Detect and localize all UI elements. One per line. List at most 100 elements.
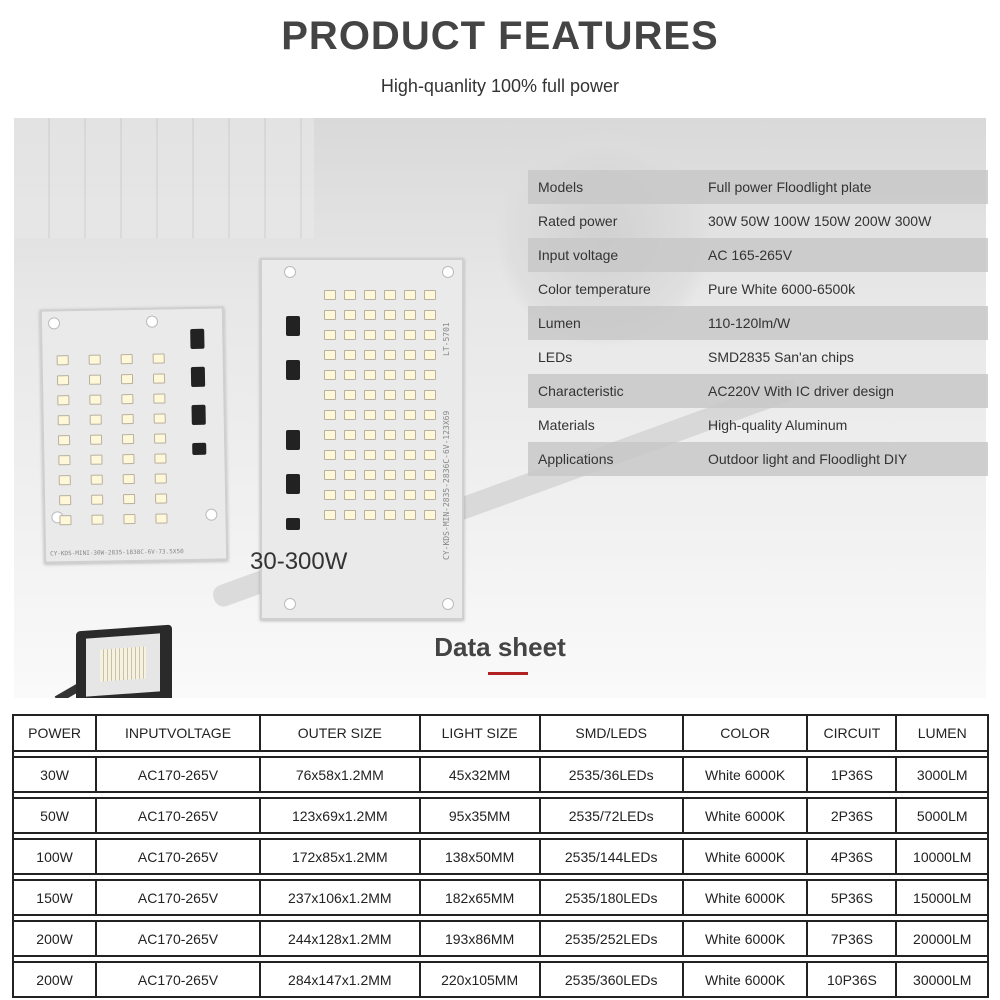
row-spacer [12, 751, 989, 757]
smd-led [154, 473, 167, 484]
smd-led [384, 310, 396, 320]
smd-led [155, 513, 168, 524]
spec-value: AC220V With IC driver design [698, 374, 988, 408]
cell-inputvoltage: AC170-265V [95, 756, 261, 793]
smd-led [384, 330, 396, 340]
smd-led [384, 490, 396, 500]
smd-led [344, 430, 356, 440]
smd-led [344, 290, 356, 300]
keyboard-background [14, 118, 314, 238]
smd-led [384, 510, 396, 520]
cell-lumen: 20000LM [895, 920, 989, 957]
smd-led [155, 493, 168, 504]
cell-color: White 6000K [681, 961, 809, 998]
cell-lumen: 3000LM [895, 756, 989, 793]
cell-outer-size: 237x106x1.2MM [258, 879, 421, 916]
spec-value: 110-120lm/W [698, 306, 988, 340]
board-code: LT-5701 [442, 322, 451, 356]
smd-led [154, 453, 167, 464]
spec-key: Color temperature [538, 281, 651, 297]
cell-lumen: 30000LM [895, 961, 989, 998]
smd-led [324, 290, 336, 300]
driver-chip [191, 404, 206, 425]
wattage-range-label: 30-300W [250, 548, 348, 575]
smd-led [424, 510, 436, 520]
smd-led [404, 290, 416, 300]
row-spacer-cell [12, 874, 989, 880]
smd-led [404, 450, 416, 460]
spec-key: Applications [528, 442, 698, 476]
smd-led [122, 473, 135, 485]
smd-led [364, 450, 376, 460]
spec-key: Models [528, 170, 698, 204]
led-array [56, 353, 188, 526]
smd-led [57, 435, 71, 446]
spec-value: Outdoor light and Floodlight DIY [698, 442, 988, 476]
datasheet-table: POWER INPUTVOLTAGE OUTER SIZE LIGHT SIZE… [11, 714, 989, 998]
cell-smd-leds: 2535/252LEDs [538, 920, 684, 957]
row-spacer-cell [12, 792, 989, 798]
smd-led [152, 353, 165, 364]
cell-outer-size: 172x85x1.2MM [258, 838, 421, 875]
smd-led [344, 470, 356, 480]
smd-led [88, 354, 101, 365]
smd-led [153, 433, 167, 444]
cell-power: 200W [11, 920, 98, 957]
smd-led [384, 350, 396, 360]
cell-lumen: 15000LM [895, 879, 989, 916]
cell-inputvoltage: AC170-265V [95, 961, 261, 998]
smd-led [324, 510, 336, 520]
smd-led [384, 430, 396, 440]
smd-led [58, 455, 71, 466]
column-header-light-size: LIGHT SIZE [418, 714, 541, 752]
row-spacer [12, 915, 989, 921]
smd-led [153, 413, 166, 424]
smd-led [58, 475, 71, 486]
cell-color: White 6000K [681, 797, 809, 834]
smd-led [324, 410, 336, 420]
smd-led [324, 350, 336, 360]
smd-led [364, 370, 376, 380]
smd-led [424, 490, 436, 500]
smd-led [121, 394, 134, 405]
cell-smd-leds: 2535/72LEDs [538, 797, 684, 834]
smd-led [324, 330, 336, 340]
cell-light-size: 182x65MM [418, 879, 541, 916]
smd-led [120, 374, 134, 385]
led-array [324, 290, 444, 520]
smd-led [344, 370, 356, 380]
cell-circuit: 5P36S [806, 879, 898, 916]
cell-power: 150W [11, 879, 98, 916]
spec-value: Full power Floodlight plate [698, 170, 988, 204]
driver-chip [286, 360, 300, 380]
smd-led [344, 330, 356, 340]
column-header-circuit: CIRCUIT [806, 714, 898, 752]
cell-power: 30W [11, 756, 98, 793]
spec-row: Color temperature Pure White 6000-6500k [528, 272, 988, 306]
column-header-lumen: LUMEN [895, 714, 989, 752]
page-title: PRODUCT FEATURES [281, 14, 719, 58]
spec-value: Pure White 6000-6500k [708, 281, 856, 297]
row-spacer-cell [12, 956, 989, 962]
cell-light-size: 193x86MM [418, 920, 541, 957]
rectifier-chip [286, 518, 300, 530]
smd-led [324, 390, 336, 400]
cell-light-size: 220x105MM [418, 961, 541, 998]
spec-key: Lumen [528, 306, 698, 340]
cell-power: 100W [11, 838, 98, 875]
smd-led [404, 370, 416, 380]
cell-lumen: 5000LM [895, 797, 989, 834]
driver-chip [286, 316, 300, 336]
smd-led [344, 490, 356, 500]
smd-led [384, 390, 396, 400]
smd-led [89, 414, 102, 425]
smd-led [122, 453, 135, 465]
smd-led [324, 310, 336, 320]
